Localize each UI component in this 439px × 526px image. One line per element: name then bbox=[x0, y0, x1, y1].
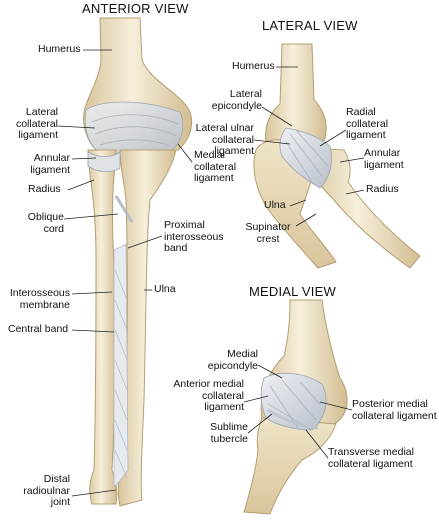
label-text: ligament bbox=[194, 172, 234, 184]
label-text: Supinator bbox=[245, 221, 291, 233]
label-text: ligament bbox=[204, 401, 244, 413]
label-lateral-radius: Radius bbox=[366, 183, 399, 196]
label-text: Distal bbox=[43, 473, 70, 485]
label-text: ligament bbox=[30, 163, 70, 176]
label-text: Medial bbox=[227, 348, 258, 360]
label-posterior-medial-collateral-ligament: Posterior medial collateral ligament bbox=[352, 398, 437, 422]
label-text: ligament bbox=[18, 129, 58, 141]
label-anterior-ulna: Ulna bbox=[154, 283, 176, 296]
label-lateral-ulnar-collateral-ligament: Lateral ulnar collateral ligament bbox=[186, 122, 254, 158]
label-lateral-collateral-ligament: Lateral collateral ligament bbox=[4, 106, 58, 142]
label-text: Medial bbox=[194, 149, 225, 161]
label-medial-collateral-ligament: Medial collateral ligament bbox=[194, 149, 237, 185]
label-anterior-annular-ligament: Annular ligament bbox=[18, 152, 70, 176]
anterior-view-drawing bbox=[83, 17, 193, 507]
label-text: collateral bbox=[346, 117, 389, 130]
label-text: Proximal bbox=[164, 219, 205, 231]
label-text: joint bbox=[50, 496, 70, 508]
label-distal-radioulnar-joint: Distal radioulnar joint bbox=[10, 473, 70, 509]
label-text: interosseous bbox=[164, 230, 224, 243]
label-text: Oblique bbox=[27, 211, 64, 223]
label-text: Central band bbox=[8, 323, 69, 335]
label-text: collateral ligament bbox=[328, 457, 413, 470]
label-oblique-cord: Oblique cord bbox=[14, 211, 64, 235]
label-text: collateral bbox=[201, 389, 244, 402]
label-text: collateral bbox=[15, 117, 58, 130]
medial-view-title: MEDIAL VIEW bbox=[249, 284, 336, 299]
label-text: Lateral ulnar bbox=[195, 122, 254, 134]
label-lateral-ulna: Ulna bbox=[264, 199, 286, 212]
label-text: ligament bbox=[346, 129, 386, 141]
label-text: Humerus bbox=[38, 43, 81, 55]
label-text: collateral bbox=[194, 160, 237, 173]
label-text: epicondyle bbox=[211, 99, 262, 112]
label-text: Annular bbox=[33, 152, 70, 164]
label-text: collateral bbox=[211, 133, 254, 146]
label-text: radioulnar bbox=[23, 484, 70, 497]
anterior-view-title: ANTERIOR VIEW bbox=[82, 1, 189, 16]
label-text: Ulna bbox=[154, 283, 176, 295]
label-text: epicondyle bbox=[207, 359, 258, 372]
label-lateral-annular-ligament: Annular ligament bbox=[364, 147, 404, 171]
label-anterior-medial-collateral-ligament: Anterior medial collateral ligament bbox=[160, 378, 244, 414]
label-medial-epicondyle: Medial epicondyle bbox=[200, 348, 258, 372]
label-lateral-epicondyle: Lateral epicondyle bbox=[206, 88, 262, 112]
label-lateral-humerus: Humerus bbox=[232, 60, 275, 73]
label-text: Anterior medial bbox=[173, 378, 244, 390]
medial-view-drawing bbox=[243, 299, 348, 515]
leader-lines bbox=[57, 49, 365, 497]
label-text: Radius bbox=[366, 183, 399, 195]
label-text: band bbox=[164, 242, 188, 254]
label-text: Sublime bbox=[210, 421, 248, 433]
label-central-band: Central band bbox=[8, 323, 69, 336]
label-text: crest bbox=[256, 232, 280, 245]
label-text: Lateral bbox=[229, 88, 262, 100]
label-text: Posterior medial bbox=[352, 398, 428, 410]
label-text: collateral ligament bbox=[352, 409, 437, 422]
label-text: ligament bbox=[214, 145, 254, 157]
label-text: Interosseous bbox=[9, 287, 70, 299]
label-text: tubercle bbox=[210, 432, 248, 445]
anterior-ulna bbox=[117, 149, 177, 507]
label-anterior-radius: Radius bbox=[28, 183, 61, 196]
label-radial-collateral-ligament: Radial collateral ligament bbox=[346, 106, 389, 142]
label-proximal-interosseous-band: Proximal interosseous band bbox=[164, 219, 224, 255]
label-text: Transverse medial bbox=[328, 446, 414, 458]
label-supinator-crest: Supinator crest bbox=[240, 221, 296, 245]
label-interosseous-membrane: Interosseous membrane bbox=[2, 287, 70, 311]
label-text: Humerus bbox=[232, 60, 275, 72]
lateral-view-title: LATERAL VIEW bbox=[262, 18, 358, 33]
label-sublime-tubercle: Sublime tubercle bbox=[196, 421, 248, 445]
label-transverse-medial-collateral-ligament: Transverse medial collateral ligament bbox=[328, 446, 414, 470]
label-text: Radial bbox=[346, 106, 376, 118]
label-text: membrane bbox=[19, 298, 70, 311]
label-text: Ulna bbox=[264, 199, 286, 211]
anterior-capsule bbox=[84, 101, 184, 155]
label-text: cord bbox=[43, 222, 64, 235]
anterior-radius bbox=[87, 149, 118, 505]
medial-ulna bbox=[243, 417, 337, 515]
label-text: Annular bbox=[364, 147, 401, 159]
label-text: Radius bbox=[28, 183, 61, 195]
lateral-radius bbox=[305, 147, 421, 269]
label-text: Lateral bbox=[25, 106, 58, 118]
label-anterior-humerus: Humerus bbox=[38, 43, 81, 56]
interosseous-membrane bbox=[113, 243, 129, 487]
label-text: ligament bbox=[364, 158, 404, 171]
